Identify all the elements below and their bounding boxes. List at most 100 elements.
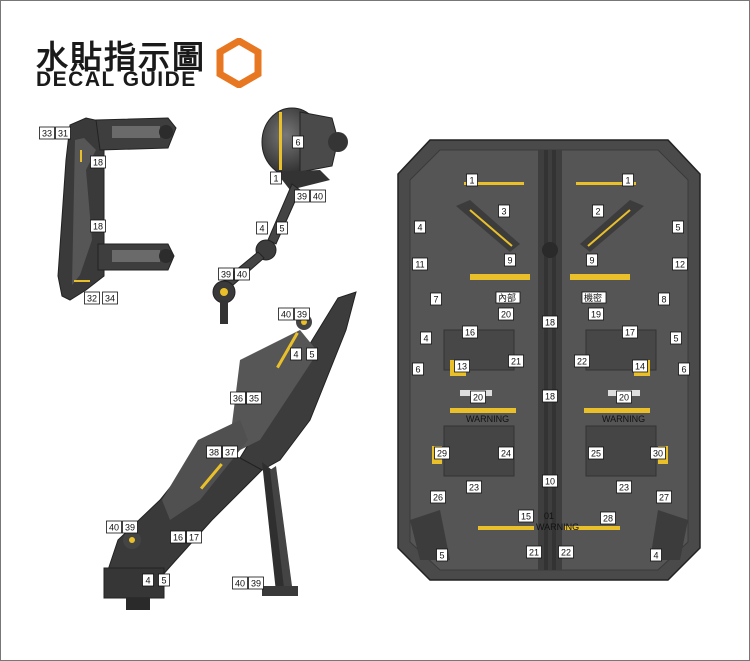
decal-label-box: [658, 292, 670, 306]
decal-label-number: 23: [469, 483, 479, 493]
tag-internal: 內部: [498, 292, 516, 304]
decal-label-number: 5: [439, 551, 444, 561]
decal-label-number: 18: [545, 392, 555, 402]
decal-label-box: [230, 391, 246, 405]
decal-label-number: 30: [653, 449, 663, 459]
decal-label-number: 4: [423, 334, 428, 344]
decal-label-box: [55, 126, 71, 140]
leg-part: [103, 291, 357, 610]
decal-label-number: 11: [415, 260, 424, 270]
decal-label-number: 8: [661, 295, 666, 305]
hexagon-logo-icon: [216, 38, 262, 88]
decal-label-number: 17: [625, 328, 635, 338]
decal-label-number: 36: [233, 394, 243, 404]
decal-label-box: [232, 576, 248, 590]
decal-label-box: [498, 204, 510, 218]
decal-label-number: 9: [507, 256, 512, 266]
decal-label-box: [498, 446, 514, 460]
decal-label-box: [616, 390, 632, 404]
arm-part-2: [212, 107, 348, 324]
decal-label-number: 18: [93, 222, 103, 232]
warning-bottom: WARNING: [536, 522, 579, 532]
decal-label-box: [158, 573, 170, 587]
decal-label-number: 6: [681, 365, 686, 375]
decal-label-number: 29: [437, 449, 447, 459]
warning-left: WARNING: [466, 414, 509, 424]
decal-label-box: [650, 446, 666, 460]
decal-label-number: 28: [603, 514, 613, 524]
decal-label-number: 40: [313, 192, 323, 202]
decal-label-number: 1: [273, 174, 278, 184]
decal-label-number: 20: [473, 393, 483, 403]
warning-right: WARNING: [602, 414, 645, 424]
decal-label-box: [430, 292, 442, 306]
decal-label-box: [600, 511, 616, 525]
decal-label-number: 1: [625, 176, 630, 186]
decal-label-number: 12: [675, 260, 685, 270]
decal-label-number: 4: [145, 576, 150, 586]
decal-label-number: 26: [433, 493, 443, 503]
decal-label-box: [542, 389, 558, 403]
decal-label-box: [90, 219, 106, 233]
decal-label-box: [294, 307, 310, 321]
decal-label-box: [466, 480, 482, 494]
decal-label-number: 32: [87, 294, 97, 304]
decal-label-number: 39: [221, 270, 231, 280]
decal-label-box: [466, 173, 478, 187]
decal-label-box: [672, 220, 684, 234]
decal-label-number: 13: [457, 362, 467, 372]
decal-label-number: 39: [297, 310, 307, 320]
decal-label-number: 18: [545, 318, 555, 328]
decal-label-number: 40: [237, 270, 247, 280]
decal-label-number: 16: [173, 533, 183, 543]
decal-label-number: 19: [591, 310, 601, 320]
decal-label-number: 40: [109, 523, 119, 533]
decal-label-box: [462, 325, 478, 339]
decal-label-number: 5: [161, 576, 166, 586]
decal-label-box: [470, 390, 486, 404]
decal-label-number: 27: [659, 493, 669, 503]
decal-label-box: [670, 331, 682, 345]
decal-label-number: 4: [293, 350, 298, 360]
decal-label-box: [588, 307, 604, 321]
decal-label-number: 5: [675, 223, 680, 233]
decal-label-number: 34: [105, 294, 115, 304]
decal-label-number: 37: [225, 448, 235, 458]
decal-label-box: [256, 221, 268, 235]
decal-label-box: [558, 545, 574, 559]
panel-code: 01: [544, 511, 554, 521]
decal-label-box: [186, 530, 202, 544]
arm-part-1: [57, 117, 177, 301]
decal-label-box: [122, 520, 138, 534]
decal-label-number: 40: [235, 579, 245, 589]
decal-label-box: [518, 509, 534, 523]
tag-confidential: 機密: [584, 292, 602, 304]
decal-label-box: [454, 359, 470, 373]
decal-label-box: [142, 573, 154, 587]
decal-label-number: 22: [577, 357, 587, 367]
decal-label-box: [622, 325, 638, 339]
decal-label-number: 39: [125, 523, 135, 533]
decal-label-number: 38: [209, 448, 219, 458]
decal-label-box: [292, 135, 304, 149]
decal-label-number: 20: [501, 310, 511, 320]
decal-label-number: 16: [465, 328, 475, 338]
title-chinese: 水貼指示圖: [36, 38, 207, 76]
decal-label-box: [526, 545, 542, 559]
decal-label-box: [248, 576, 264, 590]
decal-panel: [397, 139, 701, 581]
decal-label-box: [218, 267, 234, 281]
decal-label-number: 10: [545, 477, 555, 487]
decal-label-number: 9: [589, 256, 594, 266]
decal-label-number: 6: [415, 365, 420, 375]
decal-label-box: [170, 530, 186, 544]
decal-label-box: [294, 189, 310, 203]
decal-label-box: [246, 391, 262, 405]
decal-label-number: 35: [249, 394, 259, 404]
decal-label-number: 39: [251, 579, 261, 589]
decal-label-box: [222, 445, 238, 459]
decal-label-number: 5: [673, 334, 678, 344]
decal-label-box: [592, 204, 604, 218]
decal-label-number: 2: [595, 207, 600, 217]
